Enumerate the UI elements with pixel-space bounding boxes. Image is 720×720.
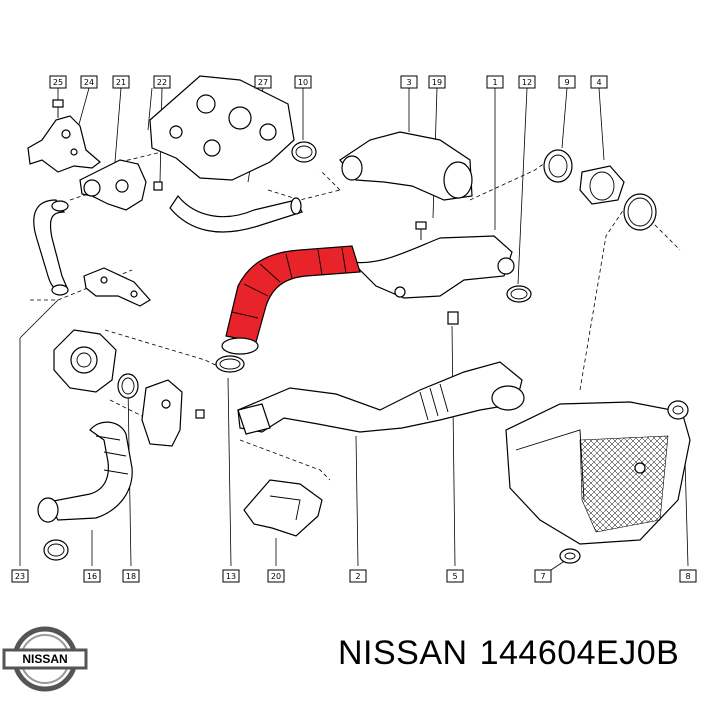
callout-label: 7	[540, 572, 545, 581]
callout-label: 2	[355, 572, 360, 581]
bolt-25	[52, 99, 64, 118]
grommet-7	[559, 548, 581, 564]
callout-label: 9	[564, 78, 569, 87]
grommet-8	[667, 400, 689, 420]
callout-label: 16	[87, 572, 97, 581]
charge-pipe-2	[237, 361, 525, 435]
exhaust-manifold	[149, 75, 295, 181]
nissan-logo: NISSAN	[2, 626, 88, 692]
callout-5: 5	[446, 569, 464, 583]
callout-16: 16	[83, 569, 101, 583]
callout-label: 22	[157, 78, 167, 87]
bolt-19	[415, 221, 427, 240]
callout-18: 18	[122, 569, 140, 583]
highlighted-hose-13	[221, 245, 361, 355]
gasket-right	[623, 193, 657, 231]
o-ring-left	[117, 373, 139, 399]
callout-2: 2	[349, 569, 367, 583]
o-ring-23	[43, 539, 69, 561]
callout-9: 9	[558, 75, 576, 89]
callout-3: 3	[400, 75, 418, 89]
callout-13: 13	[222, 569, 240, 583]
bolt-22	[153, 181, 163, 191]
callout-label: 19	[432, 78, 442, 87]
callout-27: 27	[254, 75, 272, 89]
callout-label: 21	[116, 78, 126, 87]
callout-label: 10	[298, 78, 308, 87]
callout-label: 8	[685, 572, 690, 581]
intercooler-hose-1	[350, 235, 515, 325]
o-ring-12	[506, 285, 532, 303]
callout-12: 12	[518, 75, 536, 89]
brand-name: NISSAN	[338, 634, 468, 672]
callout-label: 20	[271, 572, 281, 581]
callout-24: 24	[80, 75, 98, 89]
duct-20	[243, 479, 323, 537]
callout-label: 25	[53, 78, 63, 87]
callout-label: 4	[596, 78, 601, 87]
part-number: 144604EJ0B	[479, 634, 680, 672]
intercooler	[505, 401, 691, 545]
callout-23: 23	[11, 569, 29, 583]
logo-wordmark: NISSAN	[22, 652, 67, 666]
callout-label: 23	[15, 572, 25, 581]
clamp-9	[543, 149, 573, 183]
throttle-sleeve-4	[579, 165, 625, 205]
callout-label: 27	[258, 78, 268, 87]
egr-pipe-left	[33, 199, 69, 296]
callout-21: 21	[112, 75, 130, 89]
egr-valve	[79, 159, 147, 211]
bracket-18	[141, 379, 205, 447]
turbo-outlet-3	[339, 131, 473, 201]
callout-label: 1	[492, 78, 497, 87]
part-caption: NISSAN 144604EJ0B	[338, 634, 710, 688]
hose-16	[37, 421, 133, 523]
callout-label: 3	[406, 78, 411, 87]
callout-label: 12	[522, 78, 532, 87]
callout-label: 18	[126, 572, 136, 581]
callout-label: 24	[84, 78, 94, 87]
nissan-logo-icon: NISSAN	[2, 626, 88, 692]
callout-1: 1	[486, 75, 504, 89]
clamp-10	[291, 141, 317, 163]
callout-label: 5	[452, 572, 457, 581]
small-bracket	[83, 267, 151, 307]
o-ring-13	[215, 355, 245, 373]
egr-cooler-housing	[53, 329, 117, 393]
callout-22: 22	[153, 75, 171, 89]
callout-label: 13	[226, 572, 236, 581]
callout-10: 10	[294, 75, 312, 89]
callout-7: 7	[534, 569, 552, 583]
callout-8: 8	[679, 569, 697, 583]
callout-19: 19	[428, 75, 446, 89]
callout-25: 25	[49, 75, 67, 89]
callout-4: 4	[590, 75, 608, 89]
intake-pipe-27	[169, 194, 303, 233]
callout-20: 20	[267, 569, 285, 583]
egr-bracket	[27, 115, 101, 173]
